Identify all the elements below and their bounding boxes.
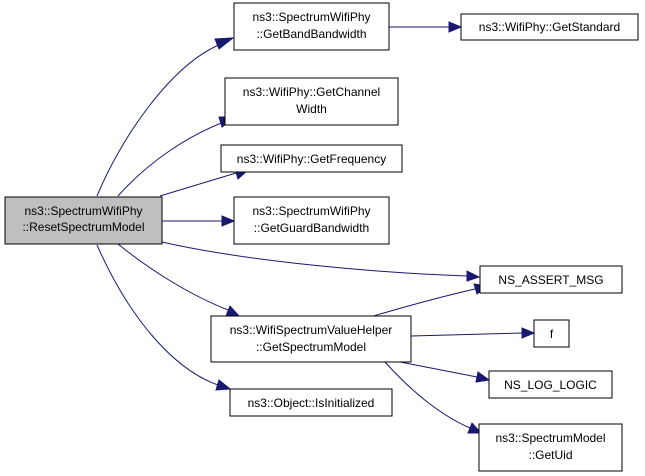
node-label: ns3::WifiPhy::GetStandard [479,20,620,34]
node-label: ns3::SpectrumWifiPhy [252,204,370,218]
arrowhead [448,21,463,33]
arrowhead [225,305,241,317]
edge-getspectrummodel-to-f [410,332,523,337]
node-get-uid[interactable]: ns3::SpectrumModel ::GetUid [478,423,623,472]
node-get-spectrum-model[interactable]: ns3::WifiSpectrumValueHelper ::GetSpectr… [210,315,412,363]
node-label: NS_ASSERT_MSG [498,273,603,287]
edge-getspectrummodel-to-nsloglogic [389,359,478,378]
node-ns-log-logic[interactable]: NS_LOG_LOGIC [488,370,613,399]
node-label: ::GetGuardBandwidth [254,221,369,235]
node-label: ns3::SpectrumWifiPhy [252,10,370,24]
edge-reset-to-getspectrummodel [117,243,229,311]
node-label: ns3::Object::IsInitialized [248,396,375,410]
node-label: ns3::WifiPhy::GetChannel [243,85,380,99]
node-label: f [550,327,554,341]
edge-reset-to-isinitialized [96,244,219,386]
node-is-initialized[interactable]: ns3::Object::IsInitialized [229,388,393,417]
node-label: ::GetUid [528,448,572,462]
node-label: ::GetSpectrumModel [256,340,366,354]
arrowhead [521,327,536,339]
edge-getspectrummodel-to-getuid [384,361,471,429]
node-get-frequency[interactable]: ns3::WifiPhy::GetFrequency [220,144,403,173]
edge-reset-to-getchannelwidth [117,121,225,197]
arrowhead [214,37,235,50]
arrowhead [466,270,481,282]
node-reset-spectrum-model[interactable]: ns3::SpectrumWifiPhy ::ResetSpectrumMode… [4,196,163,245]
arrowhead [215,379,232,391]
node-get-channel-width[interactable]: ns3::WifiPhy::GetChannel Width [224,77,399,126]
arrowhead [475,371,491,383]
node-get-band-bandwidth[interactable]: ns3::SpectrumWifiPhy ::GetBandBandwidth [233,2,390,51]
node-label: ns3::WifiSpectrumValueHelper [230,323,393,337]
node-f[interactable]: f [533,319,570,348]
arrowhead [221,215,236,227]
node-get-standard[interactable]: ns3::WifiPhy::GetStandard [460,13,639,41]
node-label: Width [296,102,327,116]
node-label: ::GetBandBandwidth [256,27,366,41]
edge-reset-to-nsassertmsg [161,241,468,277]
edge-getspectrummodel-to-nsassertmsg [359,288,476,321]
edge-reset-to-getbandbandwidth [96,43,222,197]
node-label: ns3::SpectrumModel [495,431,605,445]
node-label: ns3::SpectrumWifiPhy [24,204,142,218]
edge-reset-to-getfrequency [159,172,237,197]
node-label: ::ResetSpectrumModel [22,220,144,234]
node-label: NS_LOG_LOGIC [504,378,597,392]
node-label: ns3::WifiPhy::GetFrequency [237,152,386,166]
node-ns-assert-msg[interactable]: NS_ASSERT_MSG [479,265,623,294]
arrowhead [467,422,483,434]
node-get-guard-bandwidth[interactable]: ns3::SpectrumWifiPhy ::GetGuardBandwidth [233,196,390,245]
